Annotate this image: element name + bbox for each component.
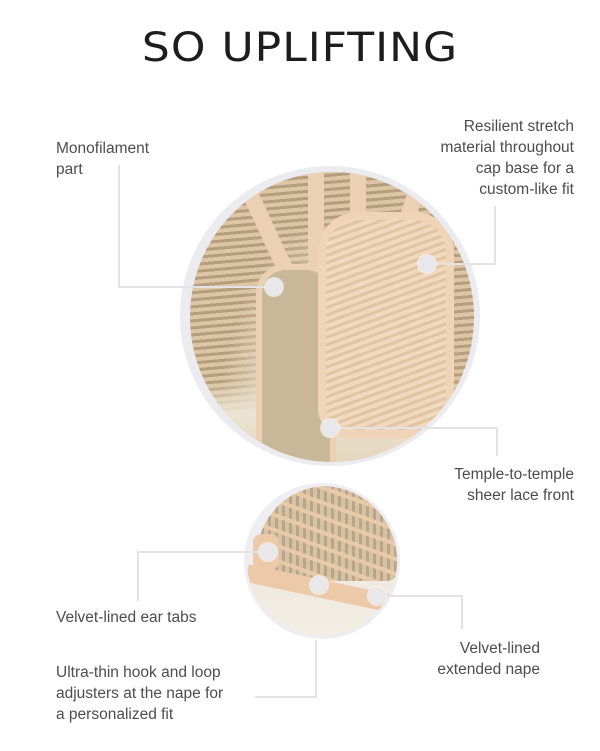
connector-line <box>137 551 268 553</box>
connector-line <box>315 640 317 698</box>
small-cap-image <box>247 486 397 636</box>
connector-line <box>377 595 463 597</box>
callout-temple-lace: Temple-to-temple sheer lace front <box>454 464 574 506</box>
large-cap-image <box>190 172 474 462</box>
callout-text: adjusters at the nape for <box>56 685 224 702</box>
callout-dot <box>310 576 328 594</box>
callout-text: Temple-to-temple <box>454 466 574 483</box>
connector-line <box>496 427 498 456</box>
callout-extended-nape: Velvet-lined extended nape <box>437 638 540 680</box>
connector-line <box>330 427 498 429</box>
lace-front-area <box>318 212 454 438</box>
callout-resilient-stretch: Resilient stretch material throughout ca… <box>440 116 574 200</box>
callout-dot <box>368 587 386 605</box>
connector-line <box>494 206 496 265</box>
callout-text: cap base for a <box>475 160 574 177</box>
callout-text: extended nape <box>437 661 540 678</box>
connector-line <box>118 165 120 288</box>
connector-line <box>255 696 317 698</box>
callout-text: part <box>56 161 83 178</box>
callout-text: Monofilament <box>56 140 150 157</box>
page-title: SO UPLIFTING <box>141 24 459 71</box>
callout-ear-tabs: Velvet-lined ear tabs <box>56 607 196 628</box>
callout-text: Velvet-lined <box>459 640 540 657</box>
callout-text: Velvet-lined ear tabs <box>56 609 197 626</box>
callout-text: a personalized fit <box>56 706 174 723</box>
callout-monofilament: Monofilament part <box>56 138 149 180</box>
connector-line <box>118 286 274 288</box>
callout-hook-loop: Ultra-thin hook and loop adjusters at th… <box>56 662 223 725</box>
callout-text: Ultra-thin hook and loop <box>56 664 221 681</box>
callout-text: sheer lace front <box>467 487 574 504</box>
callout-dot <box>321 419 339 437</box>
callout-dot <box>259 543 277 561</box>
connector-line <box>427 263 496 265</box>
connector-line <box>137 551 139 601</box>
callout-text: custom-like fit <box>479 181 574 198</box>
connector-line <box>461 595 463 629</box>
callout-text: material throughout <box>440 139 574 156</box>
callout-dot <box>418 255 436 273</box>
callout-text: Resilient stretch <box>463 118 574 135</box>
cap-netting <box>257 486 397 581</box>
callout-dot <box>265 278 283 296</box>
